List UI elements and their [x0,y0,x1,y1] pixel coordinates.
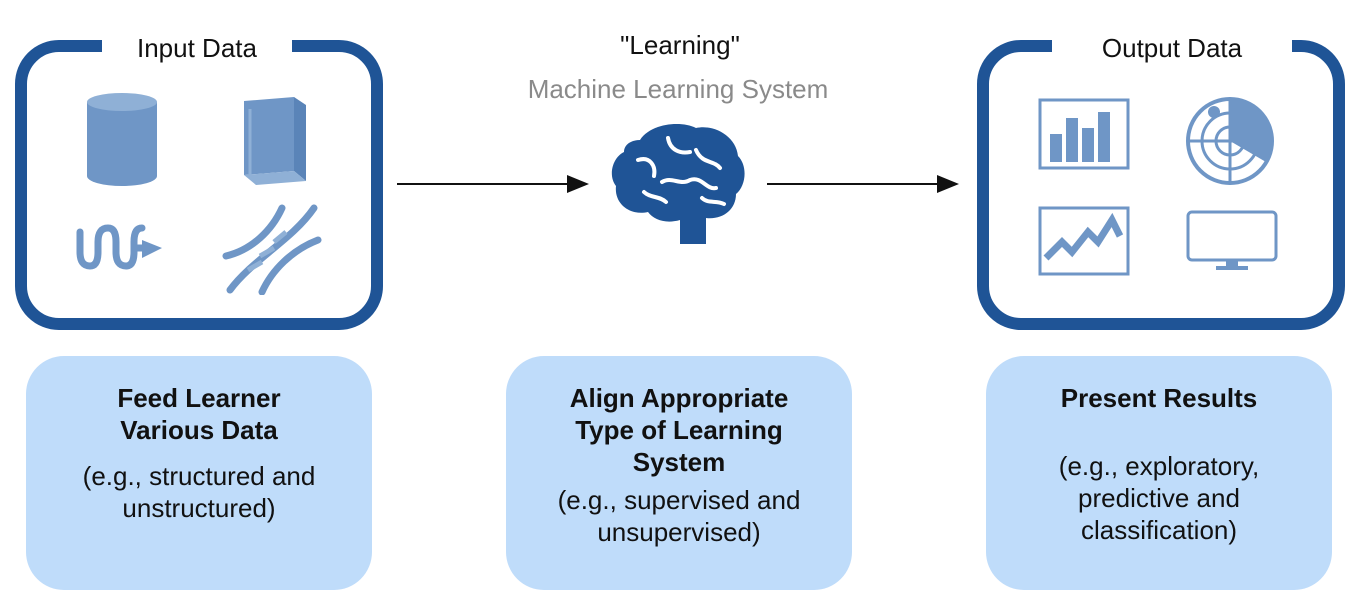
dna-icon [222,204,322,295]
brain-icon [611,124,745,244]
card-description: (e.g., supervised and unsupervised) [557,485,801,547]
arrow-input-to-learning [397,175,589,193]
line-chart-icon [1038,206,1130,276]
bar-chart-icon [1038,98,1130,170]
monitor-icon [1186,210,1278,270]
card-title: Feed Learner Various Data [117,383,281,445]
learning-title: "Learning" [620,30,740,60]
output-data-panel [977,40,1345,330]
output-data-title: Output Data [1052,33,1292,63]
radar-icon [1186,97,1274,185]
database-icon [87,93,157,186]
card-description: (e.g., exploratory, predictive and class… [1058,451,1260,545]
book-icon [244,97,306,185]
card-title: Present Results [1060,383,1258,413]
learning-subtitle: Machine Learning System [527,74,829,104]
card-description: (e.g., structured and unstructured) [82,461,316,523]
card-feed-learner: Feed Learner Various Data (e.g., structu… [26,356,372,590]
card-title: Align Appropriate Type of Learning Syste… [569,383,789,477]
card-align-learning: Align Appropriate Type of Learning Syste… [506,356,852,590]
card-present-results: Present Results (e.g., exploratory, pred… [986,356,1332,590]
input-data-title: Input Data [102,33,292,63]
input-data-panel [15,40,383,330]
data-stream-icon [76,224,162,270]
arrow-learning-to-output [767,175,959,193]
